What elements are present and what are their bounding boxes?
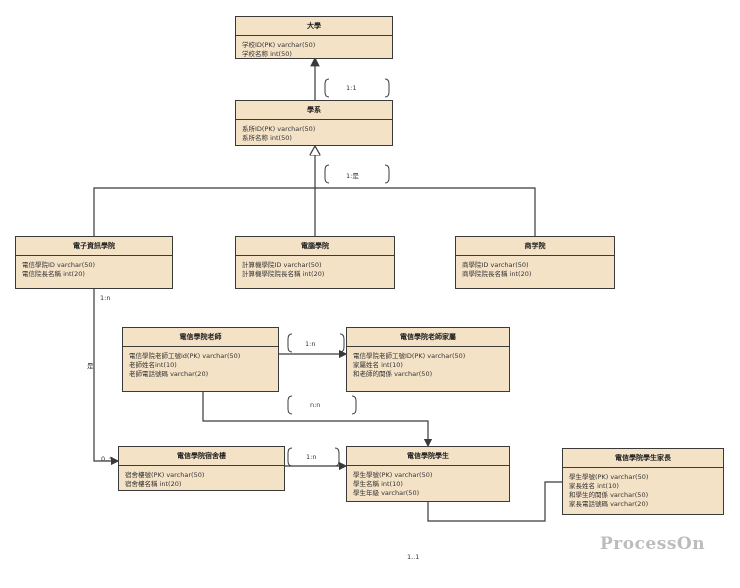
- entity-diannao-title: 電腦學院: [236, 237, 394, 256]
- entity-shang-field: 商學院ID varchar(50): [462, 261, 529, 269]
- entity-teacher-title: 電信學院老師: [123, 328, 278, 347]
- entity-dorm[interactable]: 電信學院宿舍樓 宿舍樓號(PK) varchar(50) 宿舍樓名稱 int(2…: [118, 446, 285, 491]
- entity-dorm-title: 電信學院宿舍樓: [119, 447, 284, 466]
- brace-dorm-student-r: [334, 447, 340, 467]
- entity-daxue-field: 学校ID(PK) varchar(50): [242, 41, 316, 49]
- entity-student-parent-title: 電信學院學生家長: [563, 449, 723, 468]
- rel-teacher-student-label: n:n: [310, 401, 321, 409]
- entity-teacher-family-field: 電信學院老師工號ID(PK) varchar(50): [353, 352, 466, 360]
- brace-daxue-xuexi-r: [384, 78, 390, 98]
- entity-teacher-field: 老師電話號碼 varchar(20): [129, 370, 209, 378]
- rel-xuexi-colleges-label: 1:是: [346, 172, 359, 180]
- entity-xuexi-field: 系所ID(PK) varchar(50): [242, 125, 316, 133]
- connector-student-parent: [427, 481, 562, 522]
- entity-dorm-field: 宿舍樓號(PK) varchar(50): [125, 471, 205, 479]
- entity-shang-field: 商學院院長名稱 int(20): [462, 270, 532, 278]
- entity-teacher-family-field: 和老師的関係 varchar(50): [353, 370, 433, 378]
- entity-daxue-title: 大學: [236, 17, 392, 36]
- bottom-note-label: 1..1: [407, 553, 420, 561]
- entity-diannao-field: 計算機學院院長名稱 int(20): [242, 270, 325, 278]
- brace-teacher-family: [287, 333, 293, 353]
- entity-shang[interactable]: 商学院 商學院ID varchar(50) 商學院院長名稱 int(20): [455, 236, 615, 289]
- entity-student-parent-field: 家長姓名 int(10): [569, 482, 619, 490]
- entity-diannao[interactable]: 電腦學院 計算機學院ID varchar(50) 計算機學院院長名稱 int(2…: [235, 236, 395, 289]
- entity-teacher-family[interactable]: 電信學院老師家屬 電信學院老師工號ID(PK) varchar(50) 家屬姓名…: [346, 327, 510, 392]
- entity-student-field: 學生名稱 int(10): [353, 480, 403, 488]
- brace-xuexi-colleges: [324, 164, 330, 184]
- entity-student-parent-field: 家長電話號碼 varchar(20): [569, 500, 649, 508]
- entity-xuexi-field: 系所名称 int(50): [242, 134, 292, 142]
- entity-teacher-field: 電信學院老師工號id(PK) varchar(50): [129, 352, 241, 360]
- connector-dianzi-dorm: [93, 289, 120, 466]
- connector-colleges-bar: [93, 187, 536, 236]
- rel-shi-label: 是: [87, 362, 94, 370]
- entity-student-field: 學生學號(PK) varchar(50): [353, 471, 433, 479]
- rel-dorm-many-label: 0..*: [101, 455, 113, 463]
- brace-xuexi-colleges-r: [384, 164, 390, 184]
- entity-diannao-field: 計算機學院ID varchar(50): [242, 261, 322, 269]
- brace-daxue-xuexi: [324, 78, 330, 98]
- entity-daxue[interactable]: 大學 学校ID(PK) varchar(50) 学校名称 int(50): [235, 16, 393, 59]
- entity-student-field: 學生年級 varchar(50): [353, 489, 420, 497]
- entity-student-title: 電信學院學生: [347, 447, 509, 466]
- brace-teacher-student-r: [351, 395, 357, 415]
- entity-dianzi[interactable]: 電子資訊學院 電信學院ID varchar(50) 電信院長名稱 int(20): [15, 236, 173, 289]
- rel-dianzi-1n-label: 1:n: [100, 294, 111, 302]
- entity-shang-title: 商学院: [456, 237, 614, 256]
- entity-teacher-family-title: 電信學院老師家屬: [347, 328, 509, 347]
- entity-dianzi-field: 電信院長名稱 int(20): [22, 270, 85, 278]
- entity-dianzi-title: 電子資訊學院: [16, 237, 172, 256]
- brace-teacher-family-r: [339, 333, 345, 353]
- entity-student-parent[interactable]: 電信學院學生家長 學生學號(PK) varchar(50) 家長姓名 int(1…: [562, 448, 724, 515]
- entity-xuexi-title: 學系: [236, 101, 392, 120]
- rel-dorm-student-label: 1:n: [306, 453, 317, 461]
- brace-teacher-student: [287, 395, 293, 415]
- entity-teacher[interactable]: 電信學院老師 電信學院老師工號id(PK) varchar(50) 老師姓名in…: [122, 327, 279, 392]
- entity-student[interactable]: 電信學院學生 學生學號(PK) varchar(50) 學生名稱 int(10)…: [346, 446, 510, 502]
- entity-daxue-field: 学校名称 int(50): [242, 50, 292, 58]
- entity-xuexi[interactable]: 學系 系所ID(PK) varchar(50) 系所名称 int(50): [235, 100, 393, 146]
- brace-dorm-student: [287, 447, 293, 467]
- entity-teacher-family-field: 家屬姓名 int(10): [353, 361, 403, 369]
- entity-teacher-field: 老師姓名int(10): [129, 361, 177, 369]
- processon-watermark: ProcessOn: [600, 534, 706, 554]
- entity-student-parent-field: 和學生的関係 varchar(50): [569, 491, 649, 499]
- rel-teacher-family-label: 1:n: [305, 340, 316, 348]
- entity-dorm-field: 宿舍樓名稱 int(20): [125, 480, 182, 488]
- connector-teacher-student: [202, 392, 433, 448]
- rel-daxue-xuexi-label: 1:1: [346, 84, 357, 92]
- entity-dianzi-field: 電信學院ID varchar(50): [22, 261, 96, 269]
- entity-student-parent-field: 學生學號(PK) varchar(50): [569, 473, 649, 481]
